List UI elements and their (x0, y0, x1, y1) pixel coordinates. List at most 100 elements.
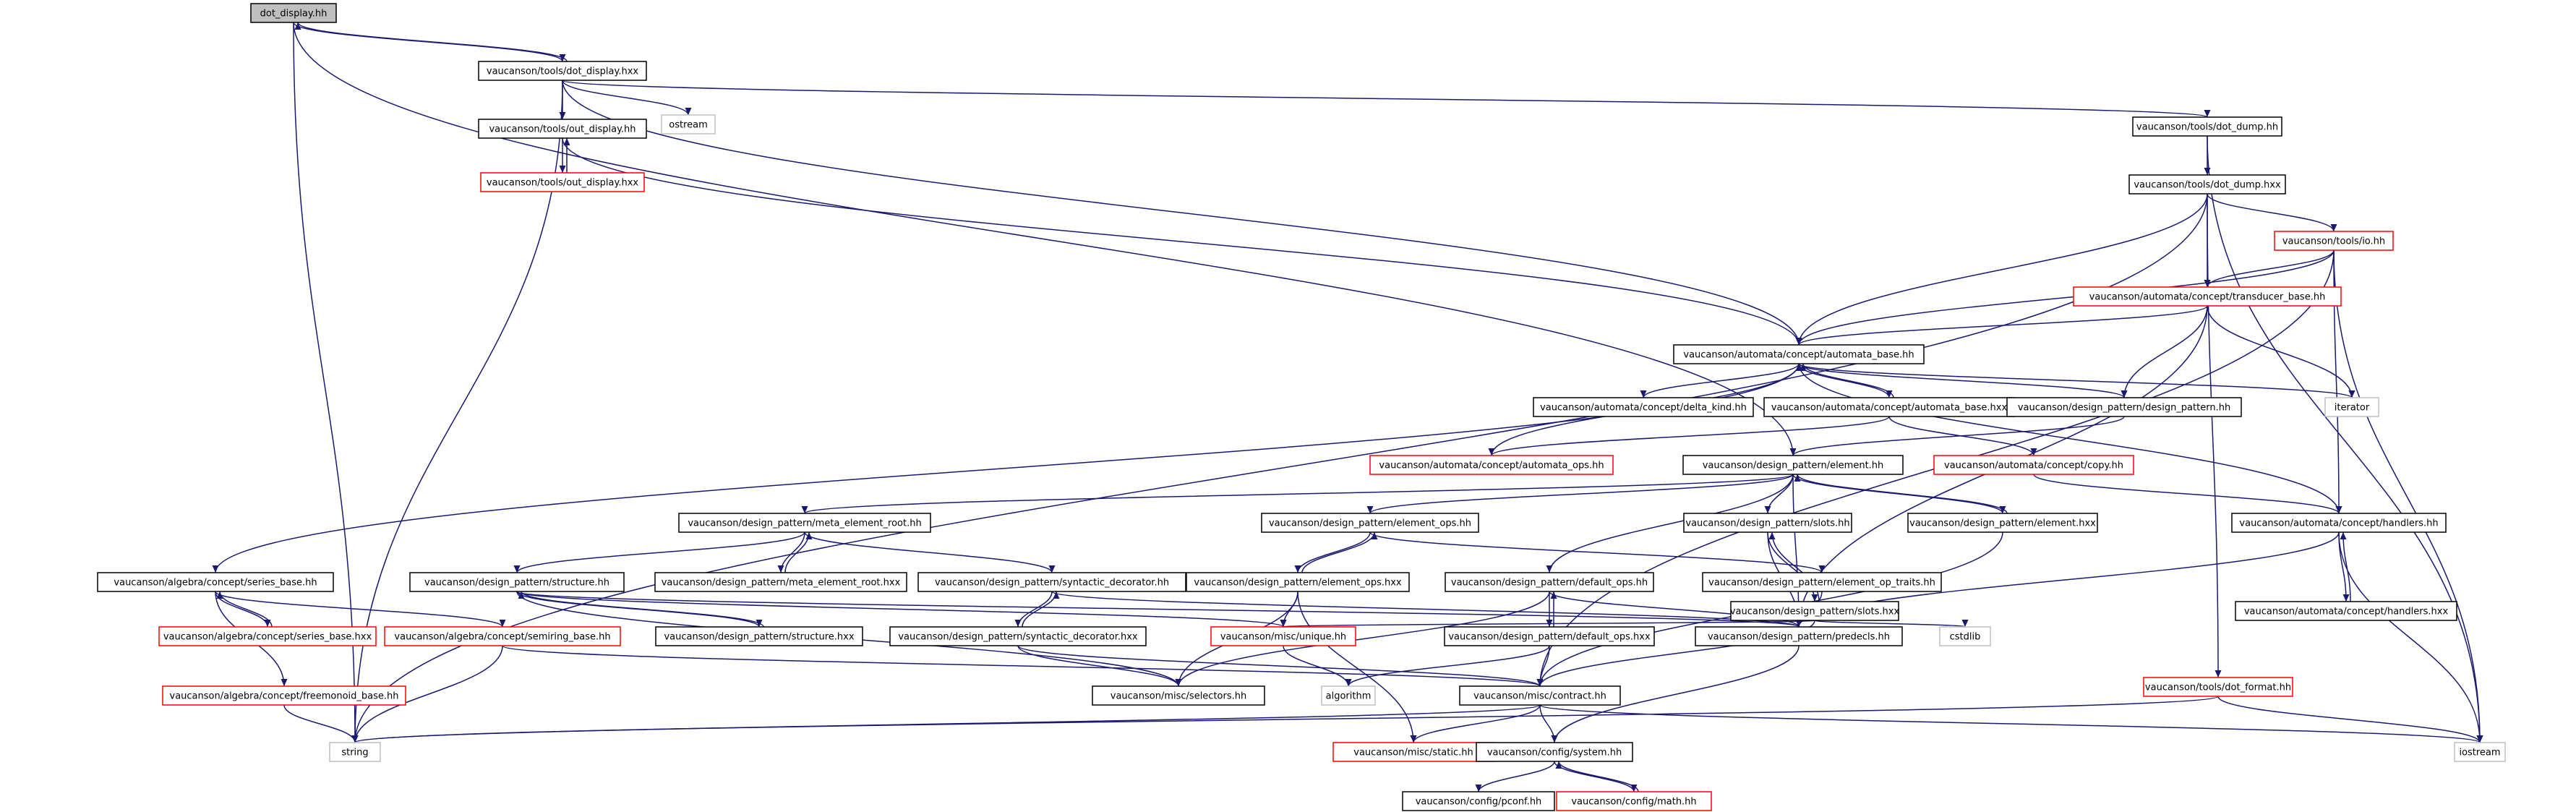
dependency-edge (1280, 620, 1815, 628)
graph-node[interactable]: vaucanson/automata/concept/handlers.hh (2231, 513, 2447, 533)
arrowhead (1546, 565, 1553, 573)
edge-line (2207, 193, 2335, 232)
graph-node[interactable]: vaucanson/tools/out_display.hxx (480, 172, 645, 192)
graph-node[interactable]: vaucanson/config/math.hh (1556, 791, 1712, 811)
graph-node[interactable]: vaucanson/tools/out_display.hh (478, 119, 647, 139)
edge-line (516, 591, 1800, 628)
node-box (1402, 791, 1555, 811)
graph-node[interactable]: vaucanson/automata/concept/automata_base… (1763, 397, 2015, 417)
edge-line (2123, 305, 2208, 398)
graph-node[interactable]: vaucanson/design_pattern/syntactic_decor… (889, 626, 1147, 646)
node-label: vaucanson/automata/concept/automata_base… (1771, 403, 2008, 414)
edge-line (293, 22, 356, 743)
arrowhead (1366, 506, 1374, 513)
edge-line (1767, 474, 1794, 514)
node-label: vaucanson/design_pattern/element.hh (1703, 461, 1884, 471)
graph-node[interactable]: vaucanson/design_pattern/design_pattern.… (2006, 397, 2242, 417)
edge-line (804, 531, 1053, 573)
node-box (1682, 455, 1904, 475)
graph-node[interactable]: vaucanson/design_pattern/meta_element_ro… (678, 513, 931, 533)
edge-line (1549, 474, 1794, 573)
node-label: vaucanson/tools/out_display.hh (489, 124, 636, 135)
arrowhead (1640, 390, 1647, 398)
dependency-edge (351, 696, 2219, 743)
node-box (2274, 231, 2394, 251)
graph-node[interactable]: vaucanson/algebra/concept/series_base.hx… (158, 626, 377, 646)
graph-node[interactable]: vaucanson/design_pattern/element_ops.hxx (1186, 572, 1410, 592)
graph-node[interactable]: vaucanson/design_pattern/structure.hxx (655, 626, 863, 646)
arrowhead (1999, 506, 2006, 513)
graph-node[interactable]: vaucanson/design_pattern/default_ops.hh (1445, 572, 1654, 592)
node-label: vaucanson/design_pattern/default_ops.hxx (1448, 632, 1651, 643)
graph-node[interactable]: vaucanson/config/system.hh (1476, 742, 1633, 762)
node-label: vaucanson/design_pattern/syntactic_decor… (935, 578, 1169, 589)
graph-node[interactable]: vaucanson/tools/dot_dump.hh (2132, 116, 2282, 137)
node-label: vaucanson/config/math.hh (1571, 797, 1696, 808)
graph-node[interactable]: vaucanson/automata/concept/delta_kind.hh (1533, 397, 1754, 417)
node-label: vaucanson/algebra/concept/series_base.hh (114, 578, 317, 589)
edge-line (2207, 305, 2353, 398)
graph-node[interactable]: vaucanson/misc/static.hh (1332, 742, 1494, 762)
node-label: vaucanson/misc/selectors.hh (1111, 691, 1246, 702)
graph-node[interactable]: vaucanson/design_pattern/default_ops.hxx (1444, 626, 1655, 646)
graph-node[interactable]: vaucanson/tools/dot_dump.hxx (2128, 174, 2286, 195)
dependency-edge (1536, 645, 1550, 687)
graph-node[interactable]: vaucanson/automata/concept/automata_base… (1673, 344, 1925, 364)
graph-node[interactable]: vaucanson/design_pattern/structure.hh (409, 572, 625, 592)
node-box (1459, 685, 1621, 706)
node-label: vaucanson/misc/unique.hh (1220, 632, 1346, 643)
graph-node: ostream (661, 114, 716, 134)
edge-line (1798, 305, 2208, 346)
graph-node[interactable]: vaucanson/design_pattern/element_ops.hh (1261, 513, 1479, 533)
graph-node[interactable]: vaucanson/automata/concept/copy.hh (1933, 455, 2134, 475)
graph-node[interactable]: vaucanson/config/pconf.hh (1402, 791, 1555, 811)
dependency-edge (559, 80, 566, 119)
graph-node[interactable]: vaucanson/algebra/concept/freemonoid_bas… (162, 685, 406, 706)
graph-node[interactable]: vaucanson/automata/concept/automata_ops.… (1369, 455, 1614, 475)
edge-line (1558, 761, 1639, 792)
graph-node[interactable]: vaucanson/design_pattern/element.hh (1682, 455, 1904, 475)
graph-node[interactable]: vaucanson/design_pattern/meta_element_ro… (654, 572, 907, 592)
arrowhead (1175, 679, 1182, 686)
graph-node[interactable]: vaucanson/misc/contract.hh (1459, 685, 1621, 706)
graph-node[interactable]: vaucanson/design_pattern/element_op_trai… (1702, 572, 1942, 592)
node-box (1763, 397, 2015, 417)
dependency-edge (2338, 531, 2483, 743)
edge-line (1798, 363, 2125, 398)
graph-node[interactable]: vaucanson/automata/concept/transducer_ba… (2073, 286, 2342, 307)
graph-node[interactable]: vaucanson/design_pattern/slots.hxx (1730, 601, 1900, 621)
node-box (250, 3, 337, 23)
graph-node[interactable]: vaucanson/tools/dot_format.hh (2143, 677, 2293, 697)
edge-line (1797, 474, 2008, 514)
edge-line (1792, 416, 2125, 456)
node-label: vaucanson/automata/concept/handlers.hxx (2244, 607, 2449, 617)
arrowhead (1536, 679, 1544, 686)
graph-node[interactable]: vaucanson/algebra/concept/semiring_base.… (384, 626, 621, 646)
node-box (1939, 626, 1991, 646)
dependency-edge (1789, 416, 2125, 456)
graph-node[interactable]: vaucanson/design_pattern/predecls.hh (1695, 626, 1903, 646)
graph-node[interactable]: vaucanson/misc/selectors.hh (1092, 685, 1265, 706)
graph-node[interactable]: vaucanson/algebra/concept/series_base.hh (97, 572, 334, 592)
graph-node[interactable]: vaucanson/automata/concept/handlers.hxx (2235, 601, 2457, 621)
graph-node[interactable]: vaucanson/design_pattern/element.hxx (1907, 513, 2098, 533)
node-box (1556, 791, 1712, 811)
dependency-edge (2207, 193, 2222, 678)
graph-node[interactable]: vaucanson/tools/dot_display.hxx (478, 61, 647, 81)
arrowhead (801, 506, 808, 513)
graph-node[interactable]: vaucanson/tools/io.hh (2274, 231, 2394, 251)
graph-node[interactable]: vaucanson/design_pattern/slots.hh (1683, 513, 1852, 533)
edge-line (2033, 474, 2340, 514)
edge-line (516, 531, 805, 573)
edge-line (354, 193, 2208, 743)
node-label: vaucanson/design_pattern/syntactic_decor… (898, 632, 1138, 643)
dependency-edge (1764, 474, 1794, 514)
dependency-edge (2207, 305, 2355, 398)
dependency-edge (1366, 474, 1794, 514)
edge-line (354, 696, 2219, 743)
graph-node[interactable]: vaucanson/design_pattern/syntactic_decor… (917, 572, 1186, 592)
graph-node[interactable]: dot_display.hh (250, 3, 337, 23)
arrowhead (2204, 110, 2211, 117)
graph-node[interactable]: vaucanson/misc/unique.hh (1210, 626, 1356, 646)
node-label: vaucanson/tools/dot_dump.hh (2136, 122, 2278, 133)
